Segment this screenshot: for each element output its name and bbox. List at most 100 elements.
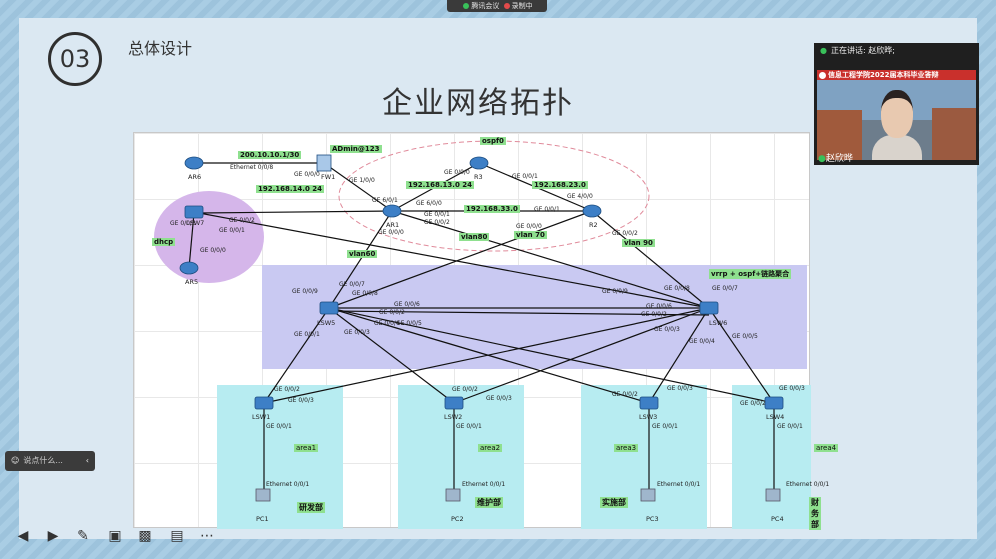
pen-icon[interactable]: ✎ (77, 528, 89, 544)
port-label: GE 0/0/9 (292, 288, 318, 295)
meeting-status-bar: 腾讯会议 录制中 (447, 0, 547, 12)
port-label: GE 0/0/3 (288, 397, 314, 404)
meeting-icon (463, 3, 470, 9)
port-label: GE 0/0/3 (170, 220, 196, 227)
port-label: GE 0/0/1 (534, 206, 560, 213)
tag-ip: 192.168.33.0 (464, 205, 520, 213)
tag-ip: 192.168.13.0 24 (406, 181, 474, 189)
defense-banner: 信息工程学院2022届本科毕业答辩 (817, 70, 976, 80)
pc-icon (445, 488, 461, 502)
device-label: AR1 (386, 221, 400, 229)
participant-name: ●赵欣晔 (818, 151, 853, 164)
switch-icon (699, 301, 719, 315)
device-label: LSW4 (766, 413, 785, 421)
speaking-text: 正在讲话: 赵欣晔; (830, 46, 895, 55)
camera-icon[interactable]: ▩ (138, 528, 152, 544)
port-label: GE 0/0/0 (378, 229, 404, 236)
prev-slide-icon[interactable]: ◀ (17, 528, 29, 544)
port-label: GE 0/0/2 (612, 391, 638, 398)
switch-icon (639, 396, 659, 410)
router-icon (382, 204, 402, 218)
port-label: Ethernet 0/0/1 (657, 481, 701, 488)
network-topology: AR6 FW1 R3 AR1 R2 LSW7 AR5 LSW5 LSW6 LSW… (133, 132, 839, 530)
port-label: GE 0/0/9 (602, 288, 628, 295)
port-label: GE 0/0/0 (294, 171, 320, 178)
port-label: GE 6/0/1 (372, 197, 398, 204)
person-face (881, 90, 913, 138)
tag-ip: 192.168.23.0 (532, 181, 588, 189)
port-label: GE 0/0/2 (641, 311, 667, 318)
port-label: GE 0/0/1 (652, 423, 678, 430)
port-label: GE 0/0/4 (374, 320, 400, 327)
switch-icon (444, 396, 464, 410)
port-label: GE 4/0/0 (567, 193, 593, 200)
port-label: GE 0/0/2 (274, 386, 300, 393)
port-label: GE 0/0/4 (689, 338, 715, 345)
port-label: GE 6/0/0 (416, 200, 442, 207)
tag-vlan: vlan60 (347, 250, 378, 258)
port-label: GE 0/0/5 (396, 320, 422, 327)
device-label: LSW5 (317, 319, 336, 327)
comment-icon[interactable]: ▤ (170, 528, 184, 544)
banner-text: 信息工程学院2022届本科毕业答辩 (828, 71, 939, 79)
port-label: GE 0/0/8 (664, 285, 690, 292)
area-label: area1 (294, 444, 319, 452)
port-label: GE 0/0/1 (219, 227, 245, 234)
device-label: PC4 (771, 515, 784, 523)
switch-icon (254, 396, 274, 410)
port-label: GE 0/0/1 (294, 331, 320, 338)
port-label: GE 0/0/3 (779, 385, 805, 392)
dhcp-zone (154, 191, 264, 283)
building-right (932, 108, 976, 160)
device-label: FW1 (321, 173, 336, 181)
area-label: area2 (478, 444, 503, 452)
next-slide-icon[interactable]: ▶ (47, 528, 59, 544)
port-label: Ethernet 0/0/1 (786, 481, 830, 488)
tag-vrrp: vrrp + ospf+链路聚合 (709, 269, 792, 279)
record-icon (503, 3, 510, 9)
firewall-icon (316, 154, 332, 172)
device-label: LSW7 (186, 219, 205, 227)
port-label: GE 0/0/0 (200, 247, 226, 254)
chat-placeholder: 说点什么... (23, 456, 63, 465)
port-label: GE 0/0/7 (712, 285, 738, 292)
switch-icon (184, 205, 204, 219)
device-label: AR6 (188, 173, 202, 181)
port-label: GE 0/0/7 (339, 281, 365, 288)
topology-links (154, 140, 811, 529)
device-label: AR5 (185, 278, 199, 286)
port-label: GE 0/0/3 (344, 329, 370, 336)
router-icon (469, 156, 489, 170)
device-label: LSW1 (252, 413, 271, 421)
department-label: 维护部 (475, 497, 503, 508)
port-label: GE 0/0/0 (516, 223, 542, 230)
port-label: GE 0/0/3 (667, 385, 693, 392)
camera-frame (817, 80, 976, 160)
port-label: GE 0/0/2 (612, 230, 638, 237)
collapse-chevron-icon[interactable]: ‹ (85, 456, 89, 465)
more-icon[interactable]: ⋯ (200, 528, 214, 544)
device-label: R3 (474, 173, 483, 181)
chat-input-button[interactable]: ☺说点什么... ‹ (5, 451, 95, 471)
port-label: GE 0/0/1 (456, 423, 482, 430)
pc-icon (255, 488, 271, 502)
device-label: PC2 (451, 515, 464, 523)
area-label: area3 (614, 444, 639, 452)
speaker-video[interactable]: ●正在讲话: 赵欣晔; 信息工程学院2022届本科毕业答辩 ●赵欣晔 (814, 43, 979, 165)
router-icon (179, 261, 199, 275)
building-left (817, 110, 862, 160)
tag-admin: ADmin@123 (330, 145, 382, 153)
page-title: 企业网络拓扑 (382, 86, 574, 121)
pc-icon (765, 488, 781, 502)
department-label: 财务部 (809, 497, 821, 530)
section-title: 总体设计 (128, 39, 193, 58)
department-label: 研发部 (297, 502, 325, 513)
port-label: GE 0/0/2 (379, 309, 405, 316)
screenshot-icon[interactable]: ▣ (108, 528, 122, 544)
device-icons (179, 154, 784, 502)
port-label: GE 1/0/0 (349, 177, 375, 184)
port-label: Ethernet 0/0/1 (266, 481, 310, 488)
pc-icon (640, 488, 656, 502)
device-label: PC1 (256, 515, 269, 523)
slide-number: 03 (48, 32, 102, 86)
